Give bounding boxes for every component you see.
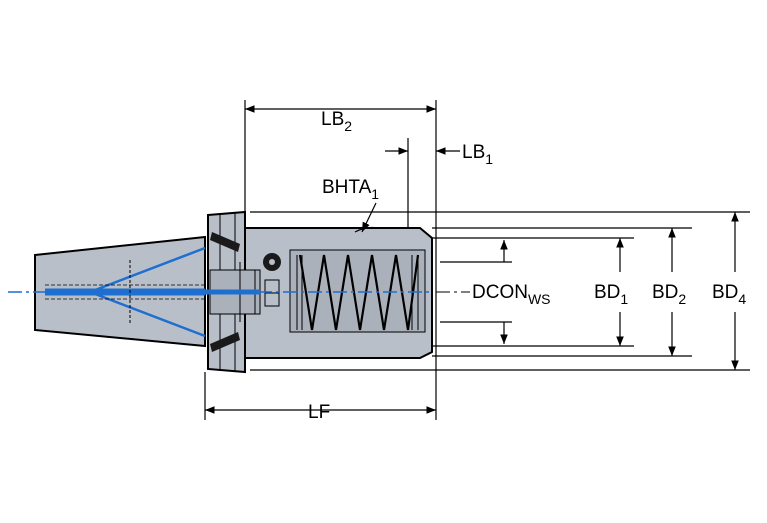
label-bd2: BD2 xyxy=(652,282,686,307)
drive-slot-bottom xyxy=(210,332,240,352)
label-bhta1: BHTA1 xyxy=(322,177,379,202)
tool-holder-body xyxy=(34,210,433,374)
label-bd1: BD1 xyxy=(594,282,628,307)
spring-coil xyxy=(298,254,420,331)
label-lb1: LB1 xyxy=(462,142,493,167)
label-lf: LF xyxy=(308,402,330,423)
label-lb2: LB2 xyxy=(321,109,352,134)
drive-slot-top xyxy=(210,232,240,252)
label-dcon-ws: DCONWS xyxy=(472,282,551,307)
label-bd4: BD4 xyxy=(712,282,746,307)
